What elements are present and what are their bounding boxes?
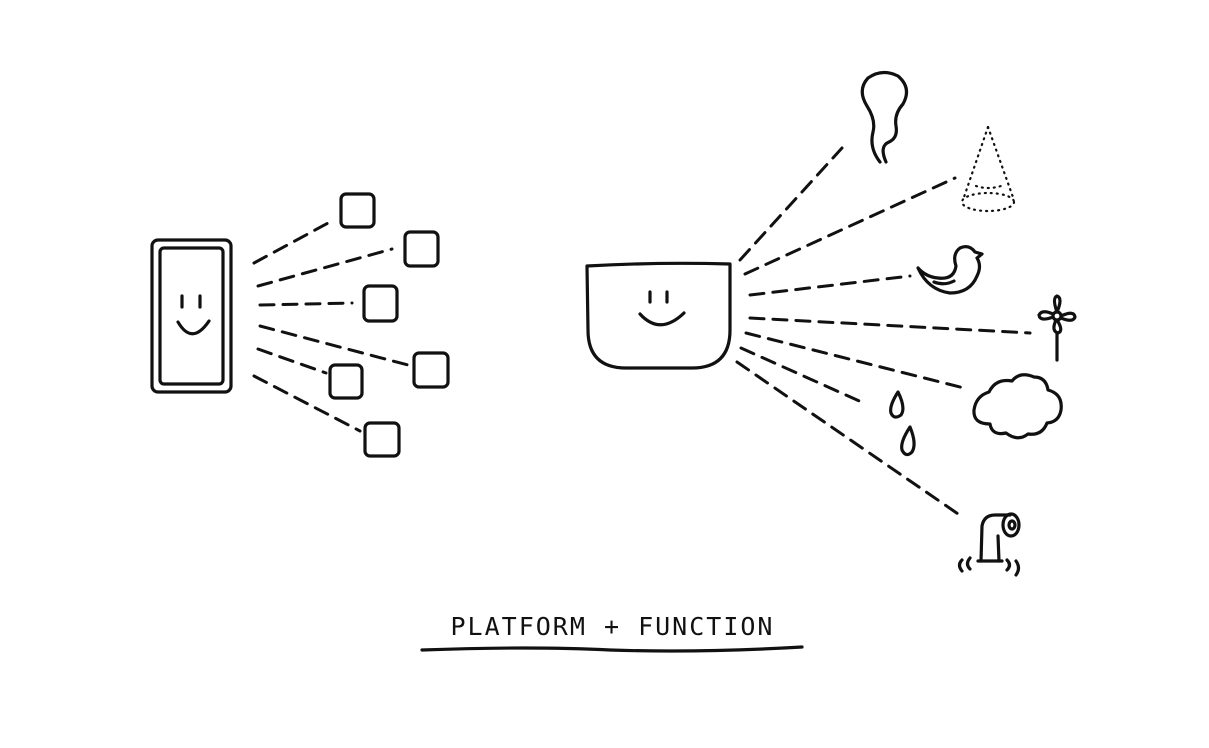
caption-underline	[422, 647, 802, 651]
square-icon	[405, 232, 438, 266]
connector-line	[746, 333, 968, 389]
flower-icon	[1039, 296, 1075, 360]
bowl-connector-lines	[737, 148, 1030, 518]
square-icon	[364, 286, 397, 321]
connector-line	[258, 349, 326, 373]
module-squares	[330, 194, 448, 456]
square-icon	[414, 353, 448, 387]
connector-line	[745, 178, 955, 274]
square-icon	[365, 423, 399, 456]
dotted-cone-icon	[962, 127, 1014, 211]
square-icon	[330, 365, 362, 398]
connector-line	[737, 362, 964, 518]
square-icon	[341, 194, 374, 227]
water-drops-icon	[891, 392, 914, 455]
smiling-bowl-icon	[587, 263, 730, 368]
connector-line	[254, 376, 360, 431]
cloud-icon	[974, 375, 1061, 438]
smiling-phone-icon	[152, 240, 231, 392]
connector-line	[260, 303, 352, 305]
connector-line	[254, 222, 330, 263]
faucet-pipe-icon	[960, 514, 1020, 575]
connector-line	[750, 318, 1030, 333]
bird-icon	[918, 247, 982, 293]
phone-connector-lines	[254, 222, 408, 431]
connector-line	[740, 148, 842, 260]
connector-line	[258, 249, 392, 286]
smoke-icon	[862, 72, 906, 162]
connector-line	[750, 276, 910, 295]
diagram-caption: PLATFORM + FUNCTION	[420, 612, 805, 641]
connector-line	[260, 326, 408, 365]
